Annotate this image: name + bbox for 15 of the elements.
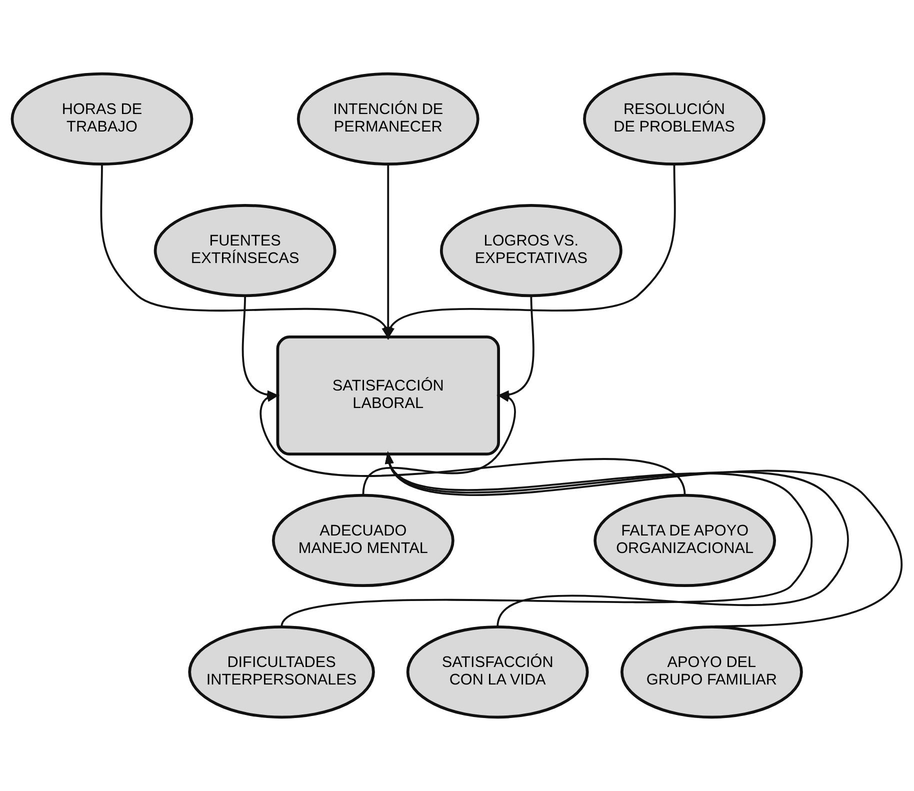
node-ellipse: LOGROS VS. EXPECTATIVAS — [440, 204, 622, 298]
node-ellipse: SATISFACCIÓN CON LA VIDA — [406, 625, 589, 719]
arrow — [280, 451, 812, 628]
node-ellipse: DIFICULTADES INTERPERSONALES — [188, 625, 375, 719]
node-ellipse: RESOLUCIÓN DE PROBLEMAS — [583, 72, 766, 166]
node-ellipse: INTENCIÓN DE PERMANECER — [296, 72, 480, 166]
node-box: SATISFACCIÓN LABORAL — [276, 336, 500, 456]
arrow — [260, 393, 686, 496]
arrow — [386, 164, 676, 340]
node-ellipse: FALTA DE APOYO ORGANIZACIONAL — [594, 494, 776, 588]
node-ellipse: ADECUADO MANEJO MENTAL — [272, 494, 454, 588]
node-ellipse: APOYO DEL GRUPO FAMILIAR — [620, 625, 803, 719]
arrow — [362, 393, 516, 496]
node-ellipse: FUENTES EXTRÍNSECAS — [154, 204, 336, 298]
node-ellipse: HORAS DE TRABAJO — [10, 72, 194, 166]
